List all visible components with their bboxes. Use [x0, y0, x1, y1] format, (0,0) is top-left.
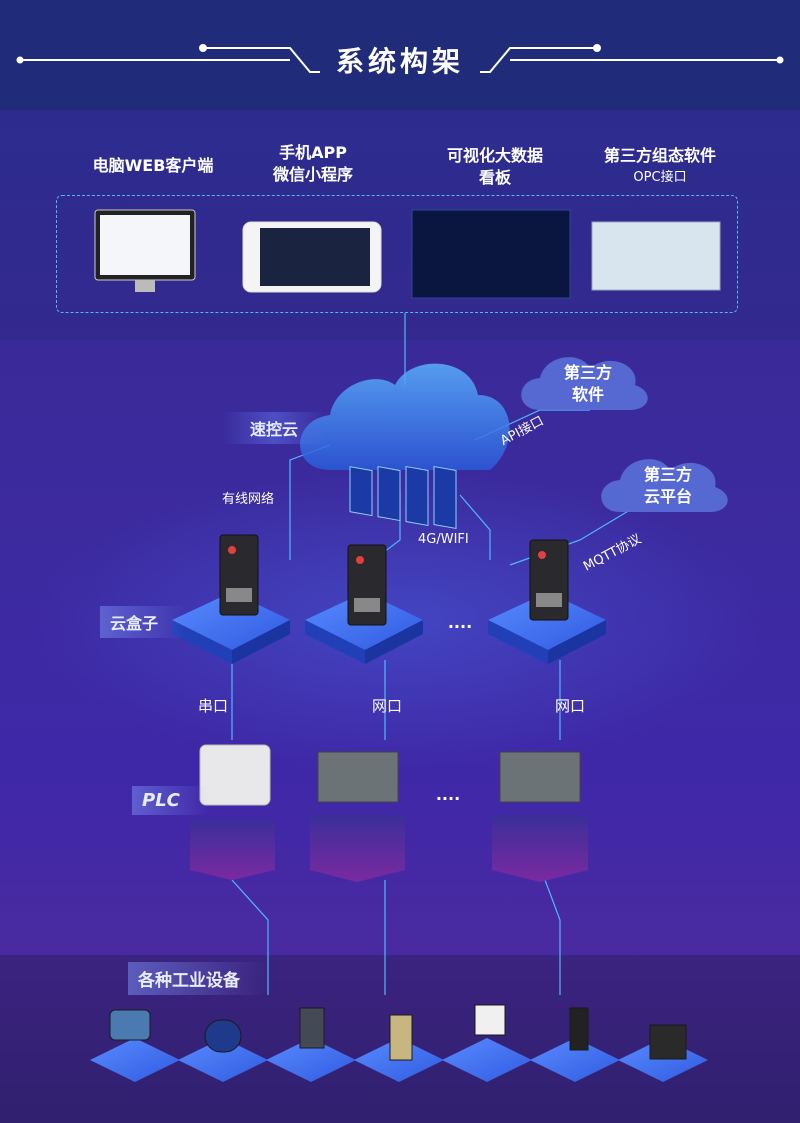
wired-link-label: 有线网络	[222, 492, 275, 507]
third-software-label: 第三方软件	[563, 363, 612, 404]
cloud-label: 速控云	[222, 412, 327, 444]
net-link-label-2: 网口	[555, 697, 586, 715]
devices-label: 各种工业设备	[128, 962, 268, 995]
wireless-link-label: 4G/WIFI	[418, 532, 469, 547]
client-web-label: 电脑WEB客户端	[92, 156, 214, 175]
third-platform-label: 第三方云平台	[643, 465, 692, 506]
client-screens	[94, 209, 721, 299]
page-title: 系统构架	[335, 45, 464, 78]
plc-modules	[199, 744, 581, 806]
industrial-devices	[109, 1004, 687, 1061]
device-tiles	[90, 1038, 708, 1082]
plc-ellipsis: ....	[435, 785, 461, 804]
box-ellipsis: ....	[447, 613, 473, 632]
plc-label: PLC	[132, 786, 208, 815]
third-platform-cloud	[601, 459, 728, 512]
serial-link-label: 串口	[198, 697, 229, 715]
client-dashboard-label: 可视化大数据看板	[446, 146, 543, 187]
header-band	[0, 0, 800, 110]
third-software-cloud	[521, 357, 648, 410]
box-label: 云盒子	[100, 606, 187, 638]
cloud-server-group	[300, 363, 510, 529]
title-decoration	[16, 44, 784, 73]
clients-frame	[56, 195, 738, 313]
plc-bases	[190, 815, 588, 882]
net-link-label-1: 网口	[372, 697, 403, 715]
